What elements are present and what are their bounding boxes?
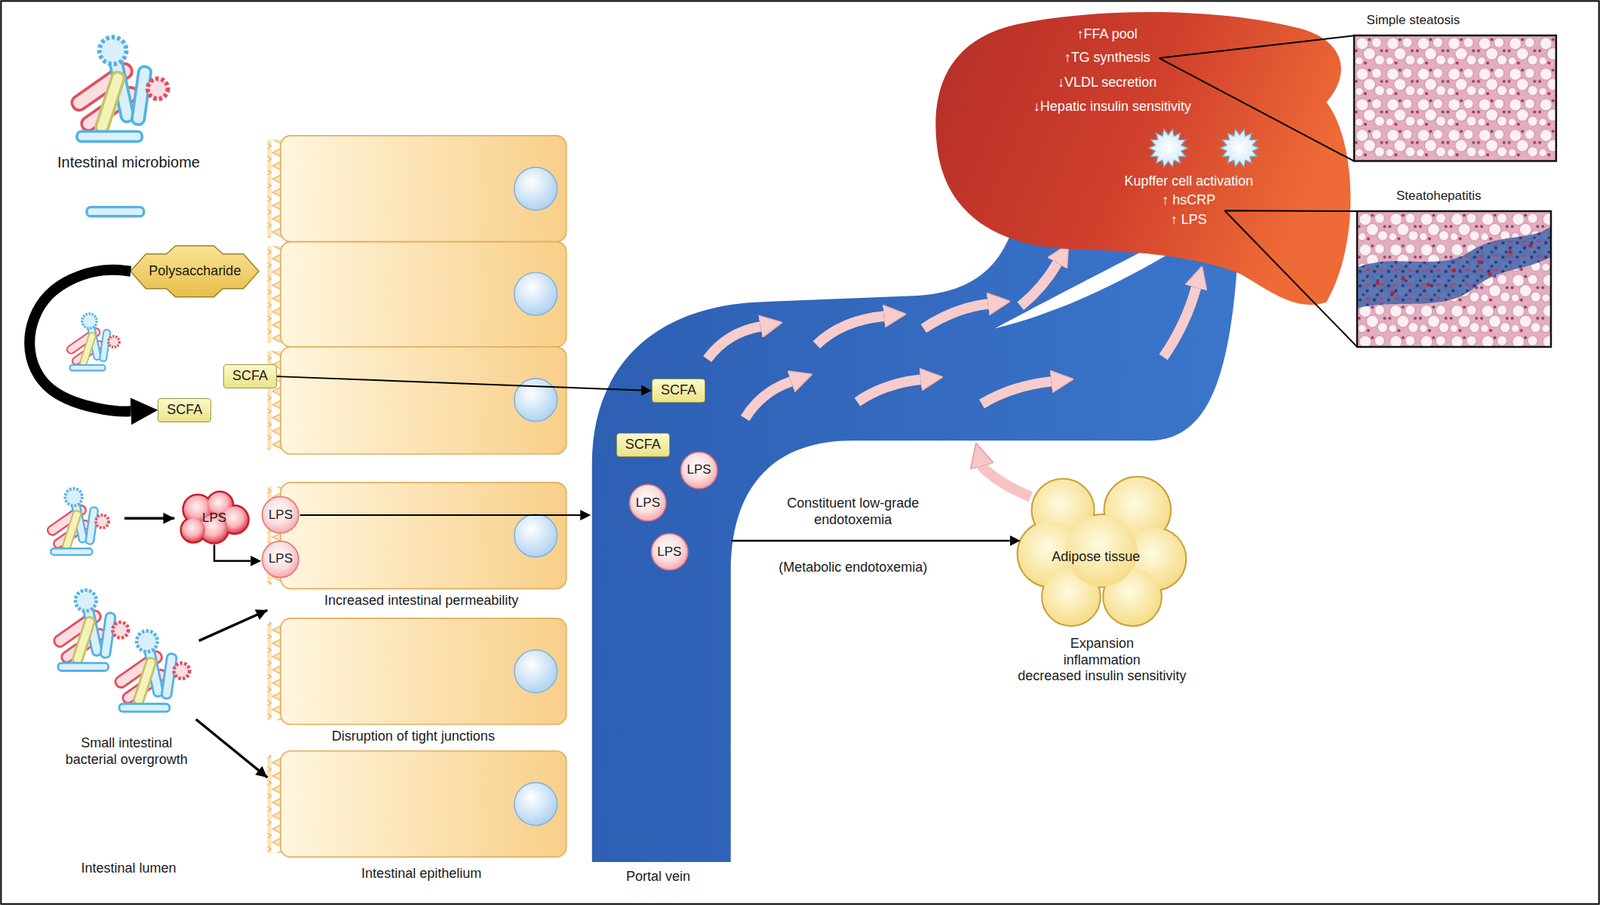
scfa-box: SCFA (651, 378, 706, 403)
node-label: Adipose tissue (1051, 549, 1140, 566)
histology-panel: Simple steatosis (1354, 35, 1557, 161)
lps-circle: LPS (628, 483, 667, 523)
node-label: SCFA (660, 382, 697, 400)
node-label: Simple steatosis (1366, 12, 1461, 28)
text-line: Constituent low-grade (786, 495, 919, 513)
connector (300, 514, 581, 516)
node-label: LPS (687, 462, 712, 478)
node-label: LPS (202, 510, 227, 526)
connector (29, 270, 131, 412)
connector (214, 544, 251, 562)
connector (731, 540, 1011, 543)
node-label: Polysaccharide (148, 263, 241, 280)
node-label: Portal vein (626, 869, 691, 886)
node-label: LPS (657, 544, 682, 560)
node-label: LPS (635, 495, 661, 511)
label: Intestinal microbiome (57, 153, 200, 172)
intestinal-epithelium (267, 135, 566, 857)
portal-vein-outline (586, 193, 1241, 898)
label: (Metabolic endotoxemia) (778, 560, 928, 578)
scfa-box: SCFA (616, 433, 670, 458)
node-label: ↑ hsCRP (1161, 193, 1216, 210)
connector (982, 466, 1031, 497)
lps-circle: LPS (650, 532, 689, 572)
node-label: LPS (268, 507, 293, 523)
scfa-box: SCFA (223, 364, 277, 389)
portal-vein: SCFA SCFA LPS LPS LPS Portal vein (586, 193, 1241, 898)
text-line: Expansion (1017, 635, 1186, 653)
node-label: SCFA (232, 368, 268, 385)
text-line: inflammation (1017, 651, 1186, 669)
histology-panel-outline (1357, 211, 1551, 348)
label: Disruption of tight junctions (331, 728, 495, 746)
node-label: Kupffer cell activation (1123, 173, 1253, 191)
node-label: ↓Hepatic insulin sensitivity (1033, 98, 1192, 116)
node-label: SCFA (625, 436, 661, 454)
connector (276, 376, 642, 391)
liver-outline (923, 5, 1378, 317)
adipose-tissue: Adipose tissueExpansion inflammation dec… (1004, 474, 1210, 695)
node-label: SCFA (166, 402, 203, 419)
node-label: LPS (268, 551, 293, 567)
lps-cluster: LPS (177, 491, 251, 545)
text-line: decreased insulin sensitivity (1017, 668, 1186, 685)
text-line: bacterial overgrowth (65, 752, 188, 769)
node-label: Steatohepatitis (1396, 188, 1481, 204)
scfa-box: SCFA (157, 398, 212, 423)
bacteria (46, 36, 190, 712)
lps-circle: LPS (261, 495, 300, 535)
lps-circle: LPS (679, 451, 719, 490)
text-line: endotoxemia (786, 512, 919, 529)
label: Intestinal lumen (80, 861, 176, 879)
edge-label: Constituent low-grade endotoxemia (786, 495, 919, 529)
label: Intestinal epithelium (361, 866, 482, 883)
node-label: ↑ LPS (1170, 211, 1207, 229)
node-label: ↑TG synthesis (1064, 49, 1151, 67)
lps-circle: LPS (261, 540, 300, 579)
liver: ↑FFA pool ↑TG synthesis ↓VLDL secretion ↓He… (923, 5, 1378, 317)
histology-panel-outline (1354, 35, 1557, 161)
label: Small intestinal bacterial overgrowth (65, 735, 188, 768)
histology-panel: Steatohepatitis (1357, 211, 1551, 348)
polysaccharide-hexagon: Polysaccharide (130, 245, 259, 298)
node-label: ↓VLDL secretion (1057, 74, 1157, 92)
label: Increased intestinal permeability (324, 592, 519, 610)
text-line: Small intestinal (65, 735, 188, 753)
node-label: Expansion inflammation decreased insulin… (1017, 635, 1186, 685)
node-label: ↑FFA pool (1077, 26, 1138, 43)
